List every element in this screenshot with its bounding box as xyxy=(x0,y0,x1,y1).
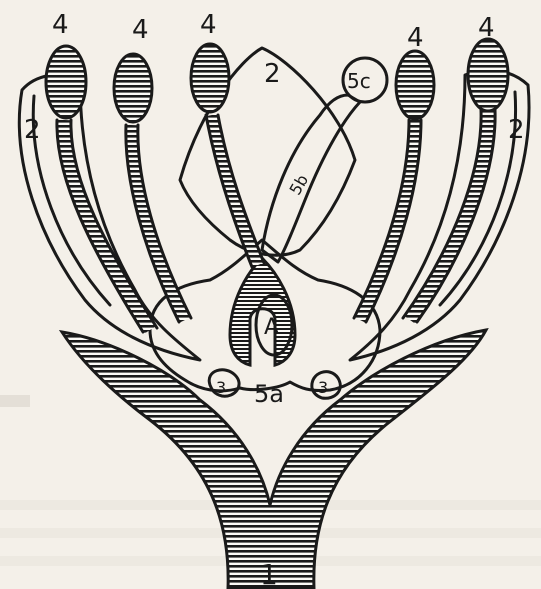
anther-5 xyxy=(468,39,508,111)
label-anther-1: 4 xyxy=(52,10,69,40)
label-petal-center: 2 xyxy=(264,59,281,89)
anther-4 xyxy=(396,51,434,119)
label-stigma: 5c xyxy=(347,69,371,93)
label-ovule: A xyxy=(264,315,279,340)
label-petal-left: 2 xyxy=(24,115,41,145)
anther-1 xyxy=(46,46,86,118)
petal-left xyxy=(19,75,200,360)
label-ovary-base: 5a xyxy=(254,380,284,408)
label-anther-5: 4 xyxy=(478,13,495,43)
anther-2 xyxy=(114,54,152,122)
label-receptacle: 1 xyxy=(260,558,278,589)
stamen-3 xyxy=(191,44,264,267)
receptacle xyxy=(62,330,486,589)
label-petal-right: 2 xyxy=(508,115,525,145)
label-nectary-left: 3 xyxy=(216,378,226,397)
label-anther-3: 4 xyxy=(200,10,217,40)
anther-3 xyxy=(191,44,229,112)
label-anther-2: 4 xyxy=(132,15,149,45)
label-anther-4: 4 xyxy=(407,23,424,53)
label-nectary-right: 3 xyxy=(318,378,328,397)
